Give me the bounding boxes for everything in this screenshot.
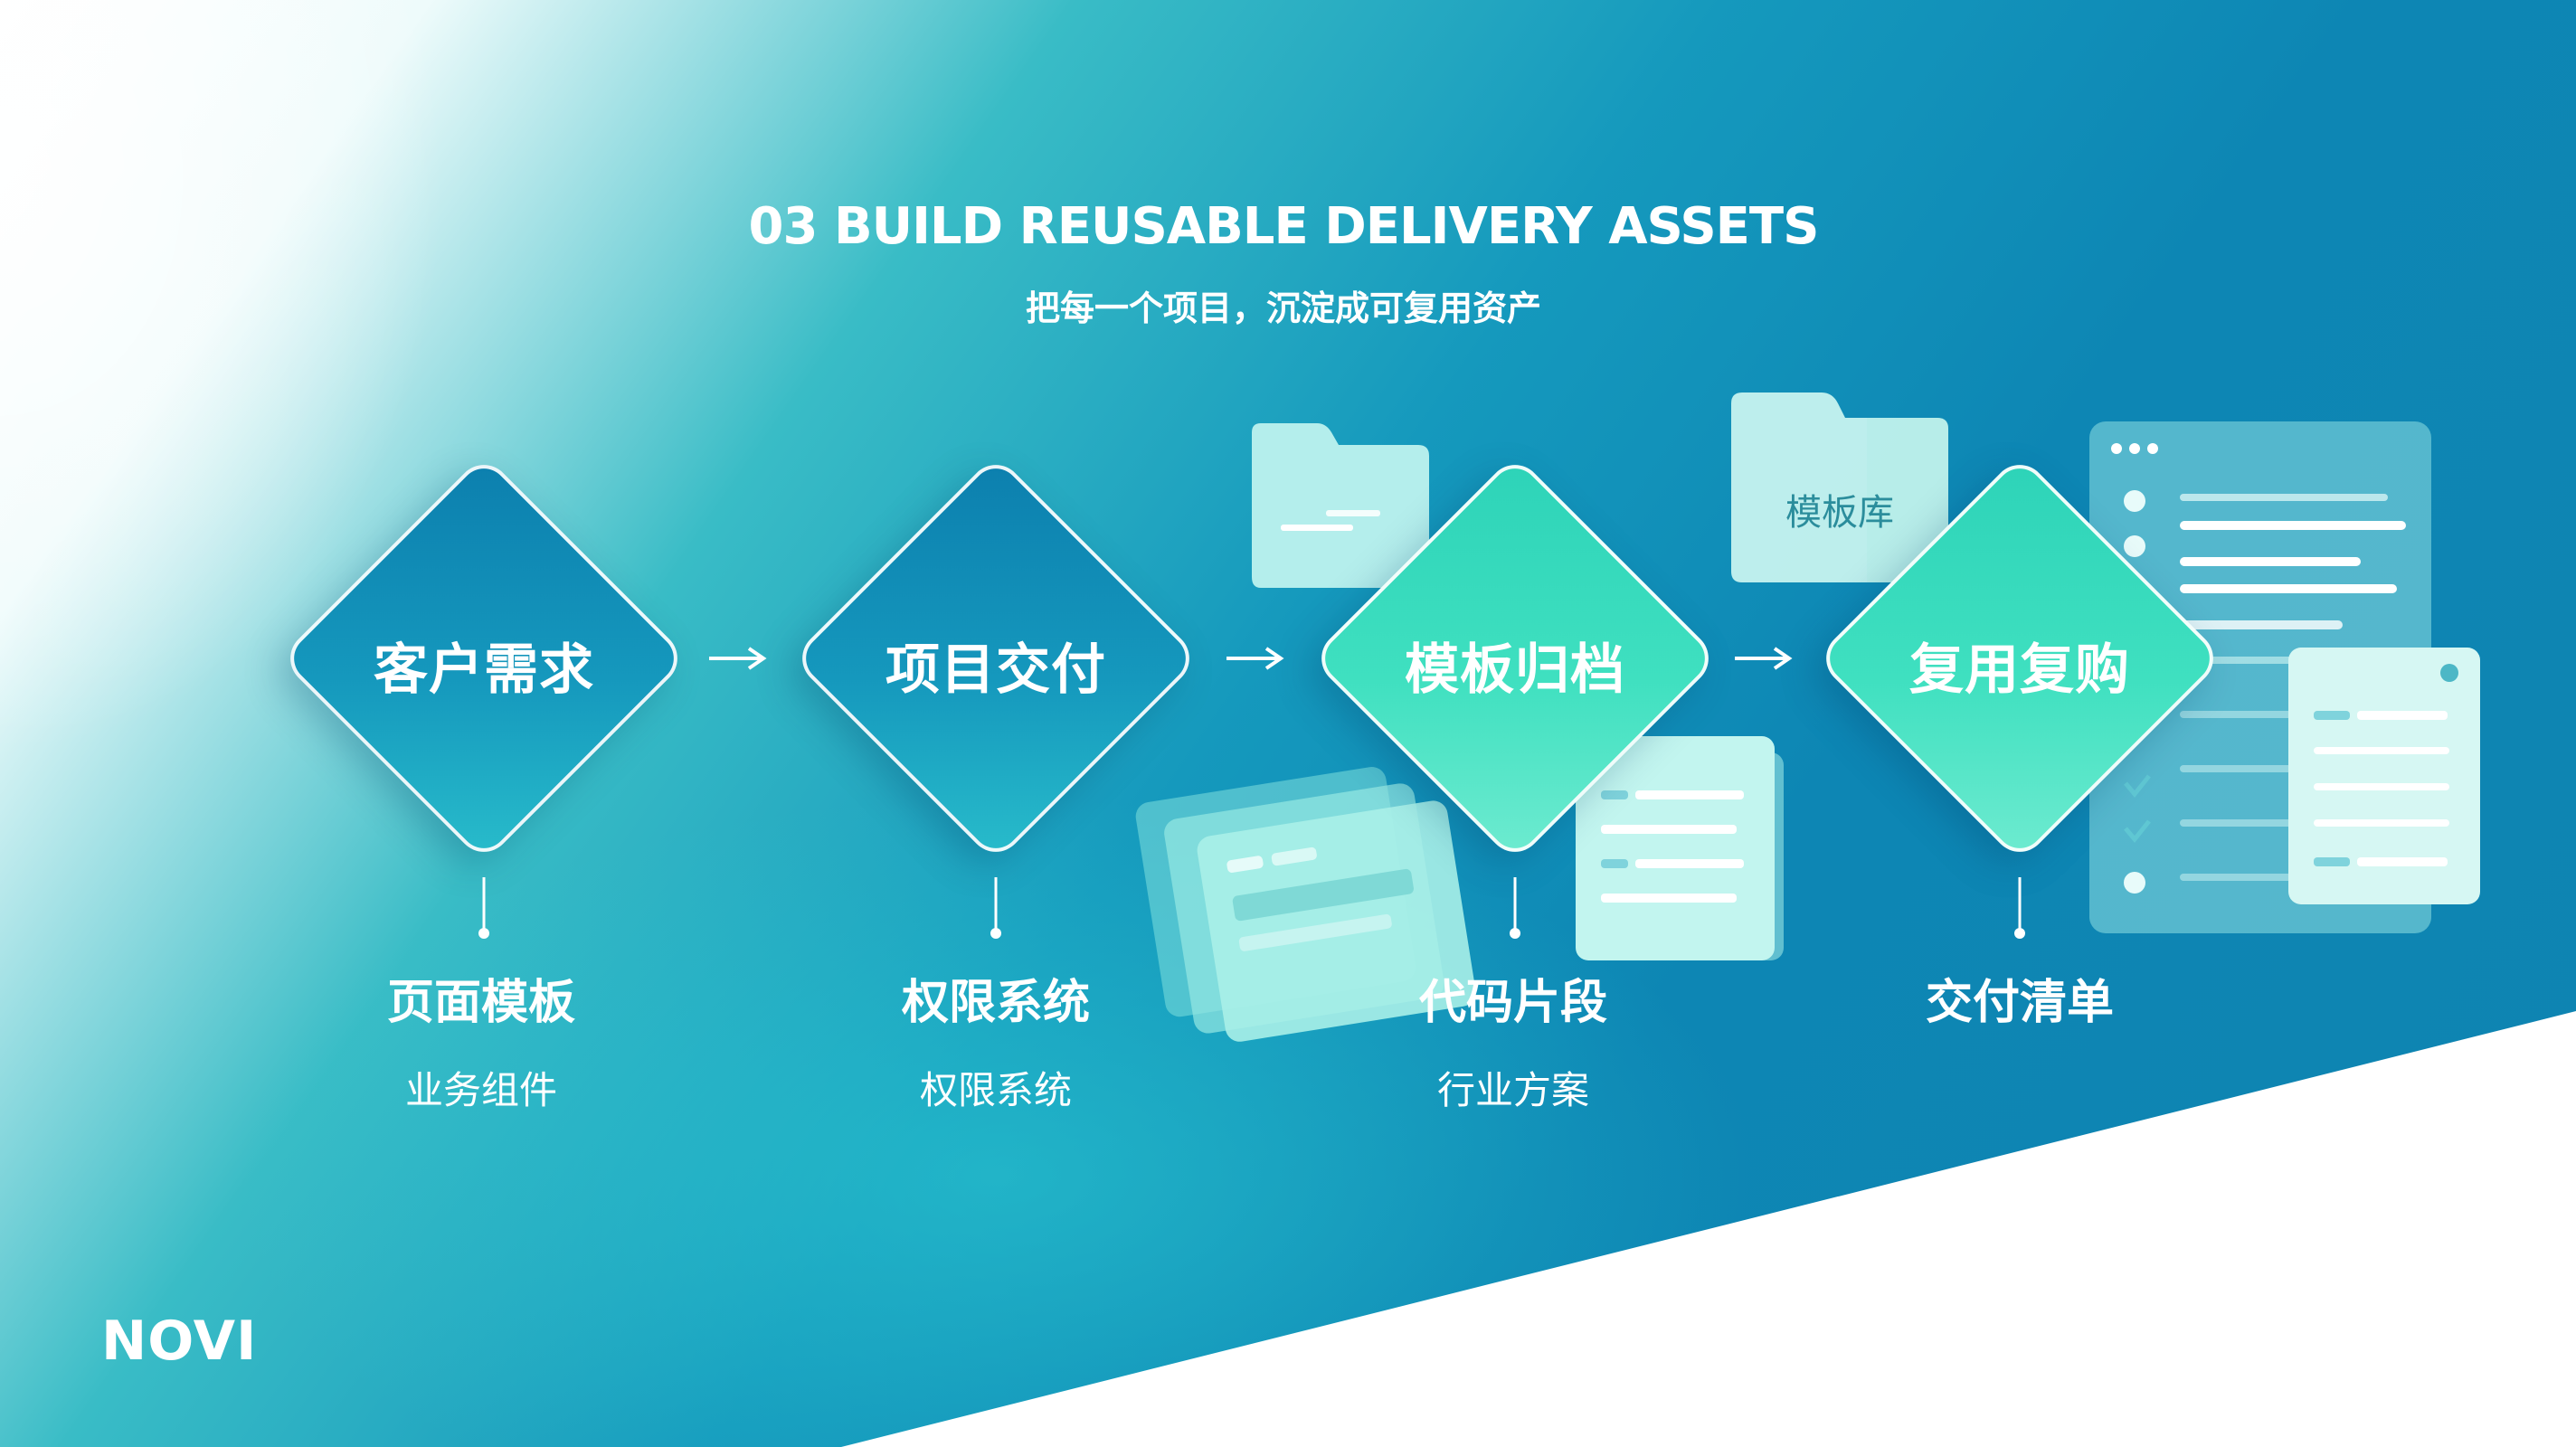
connector-line bbox=[1510, 877, 1520, 939]
step-3-item-subtitle: 行业方案 bbox=[1436, 1068, 1589, 1112]
arrow-right-icon bbox=[1226, 647, 1284, 670]
folder-icon bbox=[1245, 423, 1435, 588]
arrow-right-icon bbox=[709, 647, 767, 670]
step-2-item-title: 权限系统 bbox=[901, 976, 1090, 1030]
step-2-label: 项目交付 bbox=[886, 638, 1106, 702]
connector-line bbox=[2014, 877, 2025, 939]
step-4-label: 复用复购 bbox=[1909, 638, 2130, 702]
connector-line bbox=[990, 877, 1001, 939]
brand-logo: NOVI bbox=[101, 1310, 258, 1373]
note-card-illustration bbox=[2288, 648, 2480, 904]
connector-line bbox=[478, 877, 489, 939]
stacked-cards-illustration bbox=[1132, 720, 1476, 1055]
page-title: 03 BUILD REUSABLE DELIVERY ASSETS bbox=[748, 197, 1820, 256]
step-1-item-title: 页面模板 bbox=[386, 976, 575, 1030]
step-4-item-title: 交付清单 bbox=[1925, 976, 2114, 1030]
template-library-folder-icon bbox=[1731, 392, 1948, 582]
template-library-label: 模板库 bbox=[1785, 492, 1894, 534]
document-card-illustration bbox=[1576, 736, 1793, 968]
step-2-item-subtitle: 权限系统 bbox=[919, 1068, 1072, 1112]
arrow-right-icon bbox=[1735, 647, 1793, 670]
step-3-item-title: 代码片段 bbox=[1418, 976, 1607, 1030]
step-1-item-subtitle: 业务组件 bbox=[404, 1068, 557, 1112]
step-3-label: 模板归档 bbox=[1405, 638, 1625, 702]
page-subtitle: 把每一个项目，沉淀成可复用资产 bbox=[1025, 288, 1541, 328]
step-1-label: 客户需求 bbox=[374, 638, 594, 702]
